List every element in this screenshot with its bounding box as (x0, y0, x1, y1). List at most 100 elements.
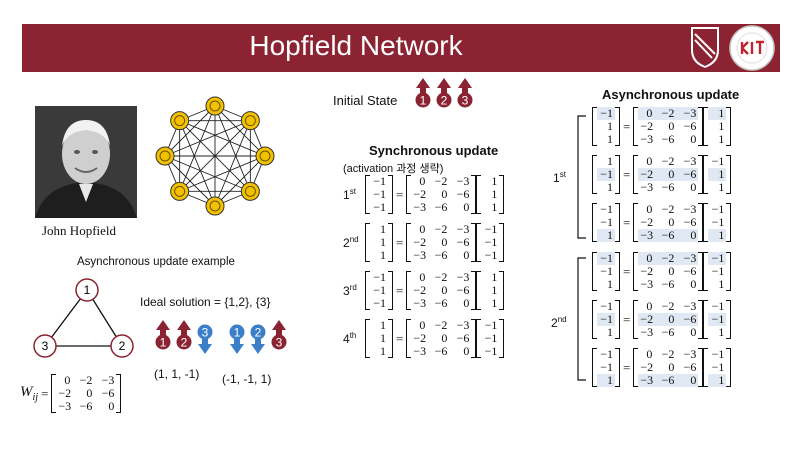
network-node (255, 146, 275, 166)
network-node (170, 111, 190, 131)
matrix-cell: −6 (79, 399, 93, 413)
matrix-cell: 1 (718, 132, 725, 146)
matrix-cell: 1 (607, 180, 613, 194)
matrix-cell: 0 (441, 187, 448, 201)
matrix-cell: 0 (64, 373, 71, 387)
matrix-cell: 0 (441, 331, 448, 345)
network-node-ring (209, 200, 221, 212)
equals-sign: = (623, 118, 631, 134)
network-node-ring (174, 185, 186, 197)
matrix-cell: −6 (683, 360, 697, 374)
matrix-cell: 1 (491, 174, 498, 188)
equals-sign: = (396, 234, 404, 250)
matrix-cell: −3 (413, 344, 427, 358)
svg-text:3: 3 (276, 336, 283, 350)
matrix-cell: 0 (668, 119, 675, 133)
matrix-cell: 0 (463, 344, 470, 358)
result-vector: −1−1−1 (365, 175, 393, 214)
matrix-cell: −3 (58, 399, 72, 413)
network-node-ring (259, 150, 271, 162)
network-node (205, 96, 225, 116)
spin-up-icon: 3 (457, 78, 473, 108)
matrix-cell: −1 (484, 318, 498, 332)
matrix-cell: −1 (600, 299, 613, 313)
matrix-cell: 0 (638, 107, 655, 120)
matrix-cell: −3 (640, 277, 654, 291)
network-node-ring (209, 100, 221, 112)
node-2: 2 (110, 334, 134, 358)
matrix-cell: −6 (676, 313, 699, 326)
matrix-cell: 1 (491, 270, 498, 284)
matrix-cell: −6 (683, 119, 697, 133)
hopfield-network-diagram (155, 96, 275, 216)
title-bar: Hopfield Network (22, 24, 780, 72)
matrix-cell: 0 (419, 222, 426, 236)
matrix-cell: −2 (434, 174, 448, 188)
matrix-cell: −1 (373, 174, 386, 188)
matrix-cell: −3 (683, 299, 697, 313)
matrix-cell: −1 (484, 344, 498, 358)
matrix-cell: −1 (711, 154, 725, 168)
matrix-cell: −3 (640, 180, 654, 194)
sync-subtitle: (activation 과정 생략) (343, 163, 444, 175)
state-vector: −1−1−1 (476, 318, 505, 358)
matrix-cell: −1 (484, 248, 498, 262)
svg-text:1: 1 (234, 326, 241, 340)
matrix-cell: −6 (654, 374, 677, 387)
matrix-cell: 1 (380, 222, 386, 236)
matrix-cell: −3 (456, 270, 470, 284)
matrix-cell: 1 (718, 277, 725, 291)
matrix-cell: −1 (600, 360, 613, 374)
matrix-cell: 1 (607, 325, 613, 339)
matrix-cell: −6 (434, 296, 448, 310)
node-1: 1 (75, 278, 99, 302)
matrix-cell: −3 (640, 132, 654, 146)
matrix-cell: −3 (683, 347, 697, 361)
matrix-cell: −6 (434, 200, 448, 214)
node-3: 3 (33, 334, 57, 358)
matrix-cell: −1 (484, 235, 498, 249)
matrix-cell: 1 (607, 154, 613, 168)
equals-sign: = (623, 166, 631, 182)
matrix-cell: −2 (654, 107, 677, 120)
matrix-cell: 0 (419, 318, 426, 332)
matrix-cell: 0 (646, 154, 653, 168)
matrix-cell: 0 (463, 248, 470, 262)
network-node-ring (244, 115, 256, 127)
matrix-cell: −1 (708, 252, 727, 265)
matrix-cell: −6 (683, 264, 697, 278)
matrix-cell: −1 (373, 270, 386, 284)
matrix-cell: 0 (108, 399, 115, 413)
matrix-cell: −6 (434, 248, 448, 262)
matrix-cell: −2 (413, 283, 427, 297)
matrix-cell: −3 (101, 373, 115, 387)
matrix-cell: −2 (434, 318, 448, 332)
matrix-cell: −1 (711, 299, 725, 313)
matrix-cell: −1 (711, 202, 725, 216)
equals-sign: = (396, 330, 404, 346)
matrix-cell: −1 (711, 360, 725, 374)
svg-text:1: 1 (160, 336, 167, 350)
matrix-cell: −3 (456, 222, 470, 236)
matrix-cell: −6 (101, 386, 115, 400)
matrix-cell: −3 (683, 202, 697, 216)
matrix-cell: −3 (676, 107, 699, 120)
matrix-cell: −1 (373, 187, 386, 201)
matrix-cell: 0 (676, 229, 699, 242)
